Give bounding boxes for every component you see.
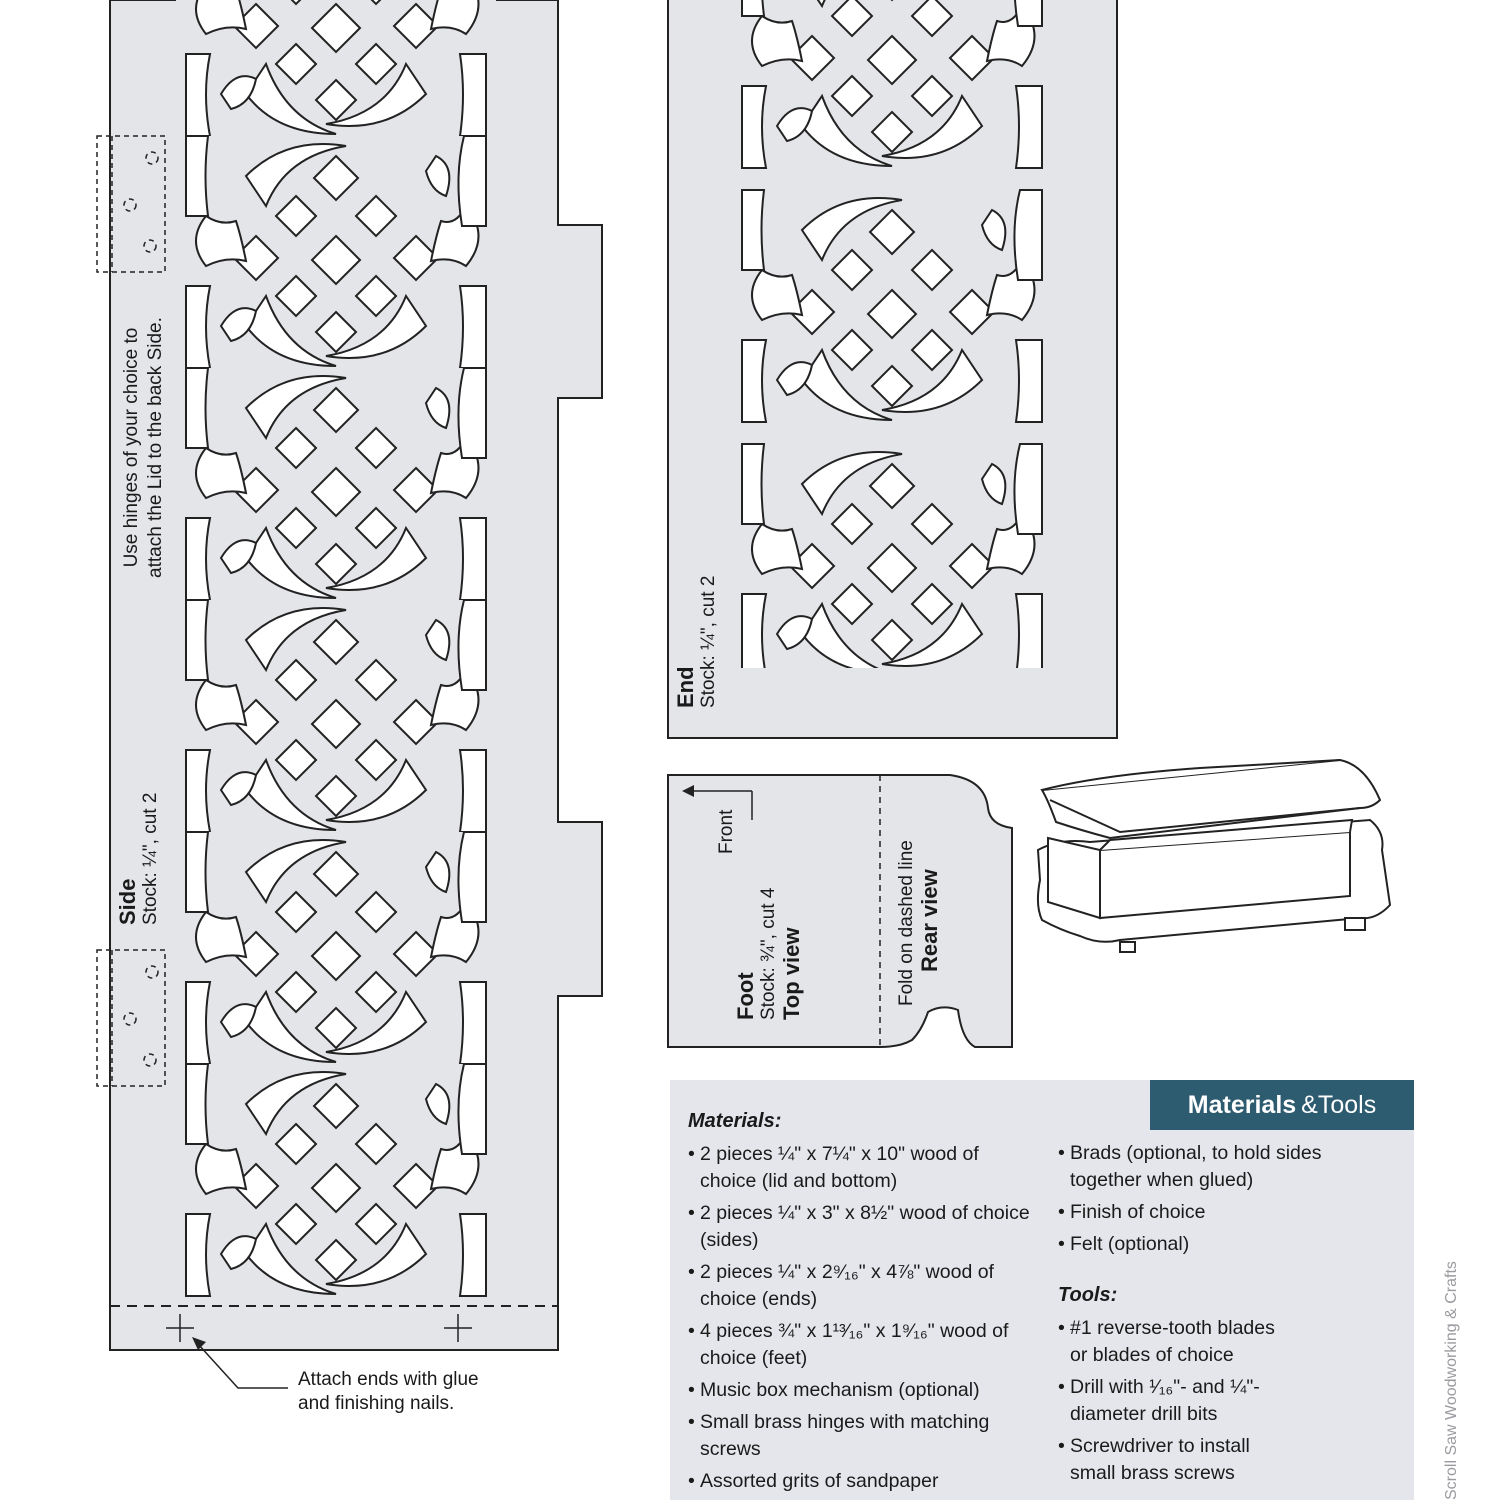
tools-list: #1 reverse-tooth blades or blades of cho…: [1058, 1315, 1288, 1487]
list-item: 2 pieces ¼" x 2⁹⁄₁₆" x 4⅞" wood of choic…: [688, 1259, 1038, 1313]
credit-text: Scroll Saw Woodworking & Crafts: [1443, 1261, 1460, 1500]
foot-title-block: Foot Stock: ¾", cut 4 Top view: [733, 887, 804, 1021]
hinge-note: Use hinges of your choice to attach the …: [120, 317, 168, 578]
list-item: Small brass hinges with matching screws: [688, 1409, 1038, 1463]
header-bold: Materials: [1187, 1090, 1297, 1119]
list-item: Drill with ¹⁄₁₆"- and ¼"-diameter drill …: [1058, 1374, 1288, 1428]
list-item: 4 pieces ¾" x 1¹³⁄₁₆" x 1⁹⁄₁₆" wood of c…: [688, 1318, 1038, 1372]
attach-note: Attach ends with glue and finishing nail…: [298, 1368, 479, 1416]
materials-list: 2 pieces ¼" x 7¼" x 10" wood of choice (…: [688, 1141, 1038, 1495]
crosshair-mark: [166, 1314, 194, 1342]
crosshair-mark: [444, 1314, 472, 1342]
foot-front-label: Front: [716, 810, 738, 854]
attach-note-line1: Attach ends with glue: [298, 1369, 479, 1390]
list-item: Music box mechanism (optional): [688, 1377, 1038, 1404]
list-item: Screwdriver to install small brass screw…: [1058, 1433, 1288, 1487]
materials-list-2: Brads (optional, to hold sides together …: [1058, 1140, 1398, 1258]
hinge-note-line1: Use hinges of your choice to: [121, 327, 142, 568]
foot-stock: Stock: ¾", cut 4: [758, 887, 779, 1020]
list-item: Brads (optional, to hold sides together …: [1058, 1140, 1398, 1194]
materials-column: Materials: 2 pieces ¼" x 7¼" x 10" wood …: [688, 1108, 1038, 1500]
list-item: Assorted grits of sandpaper: [688, 1468, 1038, 1495]
fold-note: Fold on dashed line: [896, 840, 917, 1006]
front-label-text: Front: [716, 809, 737, 854]
hinge-note-line2: attach the Lid to the back Side.: [145, 317, 166, 578]
front-arrow: [682, 785, 753, 820]
side-fretwork: [176, 0, 496, 1297]
foot-title: Foot: [733, 972, 758, 1020]
attach-note-line2: and finishing nails.: [298, 1393, 455, 1414]
materials-tools-header: Materials &Tools: [1150, 1080, 1414, 1130]
hinge-outline: [96, 135, 166, 273]
foot-top-view: Top view: [779, 927, 804, 1021]
list-item: 2 pieces ¼" x 7¼" x 10" wood of choice (…: [688, 1141, 1038, 1195]
end-stock: Stock: ¼", cut 2: [698, 575, 719, 708]
foot-rear-block: Fold on dashed line Rear view: [896, 840, 942, 1006]
tools-heading: Tools:: [1058, 1284, 1118, 1306]
list-item: #1 reverse-tooth blades or blades of cho…: [1058, 1315, 1288, 1369]
side-title-block: Side Stock: ¼", cut 2: [115, 792, 162, 925]
assembled-box-illustration: [1036, 758, 1392, 953]
list-item: 2 pieces ¼" x 3" x 8½" wood of choice (s…: [688, 1200, 1038, 1254]
side-title: Side: [115, 878, 140, 925]
materials-tools-panel: Materials &Tools Materials: 2 pieces ¼" …: [670, 1080, 1414, 1500]
materials-tools-column-2: Brads (optional, to hold sides together …: [1058, 1140, 1398, 1492]
rear-view: Rear view: [917, 869, 942, 972]
list-item: Finish of choice: [1058, 1199, 1398, 1226]
hinge-outline: [96, 949, 166, 1087]
attach-leader-arrow: [192, 1337, 288, 1389]
side-stock: Stock: ¼", cut 2: [140, 792, 161, 925]
materials-heading: Materials:: [688, 1110, 782, 1132]
foot-piece-outline: [667, 774, 1013, 1048]
end-title: End: [673, 666, 698, 708]
list-item: Felt (optional): [1058, 1231, 1398, 1258]
end-fretwork: [732, 0, 1052, 668]
header-rest: &Tools: [1301, 1090, 1377, 1119]
end-title-block: End Stock: ¼", cut 2: [673, 575, 720, 708]
